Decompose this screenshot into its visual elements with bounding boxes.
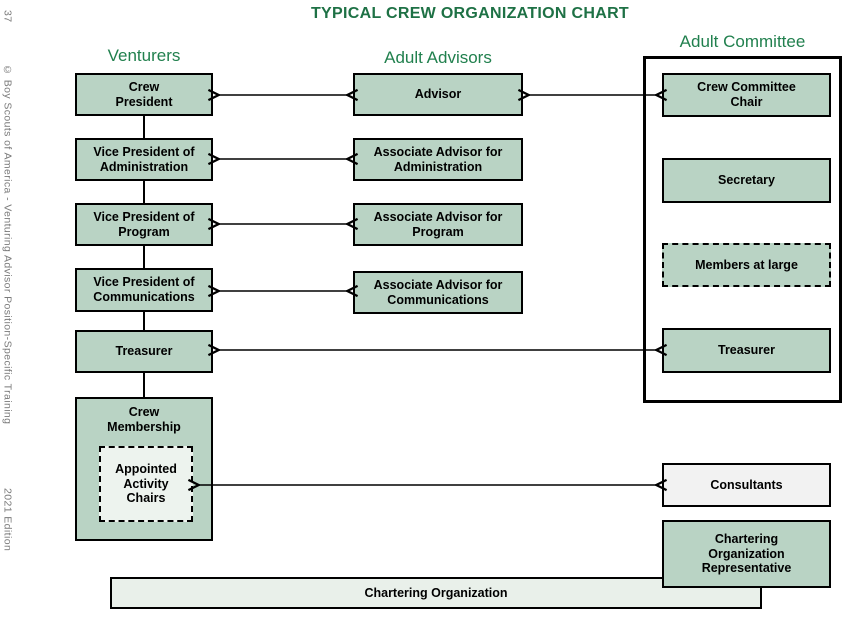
box-vp-program: Vice President of Program bbox=[75, 203, 213, 246]
box-label: Secretary bbox=[718, 173, 775, 188]
box-venturer-treasurer: Treasurer bbox=[75, 330, 213, 373]
box-label: Chartering Organization Representative bbox=[701, 531, 792, 576]
box-vp-administration: Vice President of Administration bbox=[75, 138, 213, 181]
box-label: Crew Committee Chair bbox=[697, 80, 796, 109]
page-title: TYPICAL CREW ORGANIZATION CHART bbox=[310, 5, 630, 22]
box-chartering-org-representative: Chartering Organization Representative bbox=[662, 520, 831, 588]
box-associate-advisor-program: Associate Advisor for Program bbox=[353, 203, 523, 246]
box-label: Treasurer bbox=[115, 344, 173, 359]
chartering-organization-bar: Chartering Organization bbox=[110, 577, 762, 609]
box-label: Associate Advisor for Communications bbox=[373, 277, 503, 307]
box-label: Crew President bbox=[115, 79, 173, 109]
page-number-vertical: 37 bbox=[1, 10, 14, 23]
box-label: Associate Advisor for Administration bbox=[373, 144, 503, 174]
box-label: Crew Membership bbox=[107, 405, 181, 434]
box-label: Vice President of Administration bbox=[93, 144, 195, 174]
edition-vertical: 2021 Edition bbox=[1, 488, 14, 552]
venturers-column-header: Venturers bbox=[107, 46, 181, 65]
box-label: Appointed Activity Chairs bbox=[115, 461, 177, 506]
box-committee-treasurer: Treasurer bbox=[662, 328, 831, 373]
box-label: Vice President of Communications bbox=[93, 275, 195, 304]
box-associate-advisor-administration: Associate Advisor for Administration bbox=[353, 138, 523, 181]
box-secretary: Secretary bbox=[662, 158, 831, 203]
box-label: Chartering Organization bbox=[364, 585, 508, 600]
box-appointed-activity-chairs: Appointed Activity Chairs bbox=[99, 446, 193, 522]
box-label: Consultants bbox=[710, 477, 783, 492]
box-consultants: Consultants bbox=[662, 463, 831, 507]
box-label: Advisor bbox=[414, 87, 462, 102]
box-crew-membership: Crew Membership Appointed Activity Chair… bbox=[75, 397, 213, 541]
box-label: Vice President of Program bbox=[93, 209, 195, 239]
box-members-at-large: Members at large bbox=[662, 243, 831, 287]
box-advisor: Advisor bbox=[353, 73, 523, 116]
committee-column-header: Adult Committee bbox=[679, 32, 806, 51]
box-label: Associate Advisor for Program bbox=[373, 209, 503, 239]
box-crew-committee-chair: Crew Committee Chair bbox=[662, 73, 831, 117]
box-associate-advisor-communications: Associate Advisor for Communications bbox=[353, 271, 523, 314]
box-crew-president: Crew President bbox=[75, 73, 213, 116]
box-vp-communications: Vice President of Communications bbox=[75, 268, 213, 312]
box-label: Treasurer bbox=[718, 343, 775, 358]
box-label: Members at large bbox=[695, 257, 798, 272]
advisors-column-header: Adult Advisors bbox=[384, 48, 492, 67]
copyright-vertical: © Boy Scouts of America - Venturing Advi… bbox=[1, 64, 14, 425]
